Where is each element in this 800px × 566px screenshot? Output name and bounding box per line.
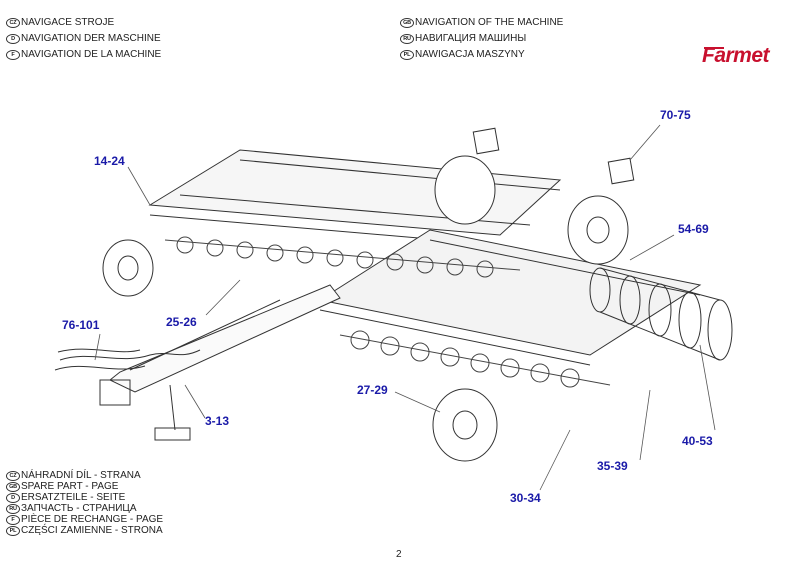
wheel-rear-pair [434,155,629,265]
logo-accent [704,47,724,49]
lang-code-badge: D [6,34,20,44]
header-line-f: F NAVIGATION DE LA MACHINE [6,49,161,61]
wheel-left [102,239,154,297]
callout-14-24[interactable]: 14-24 [94,154,125,168]
footer-line-f: F PIÈCE DE RECHANGE - PAGE [6,514,163,526]
callout-27-29[interactable]: 27-29 [357,383,388,397]
page-number: 2 [396,549,402,560]
lang-code-badge: GB [400,18,414,28]
lang-code-badge: CZ [6,18,20,28]
callout-3-13[interactable]: 3-13 [205,414,230,428]
header-line-pl: PL NAWIGACJA MASZYNY [400,49,525,61]
header-text: NAVIGATION OF THE MACHINE [415,17,564,28]
lang-code-badge: GB [6,481,20,492]
footer-text: SPARE PART - PAGE [21,481,119,492]
header-line-ru: RU НАВИГАЦИЯ МАШИНЫ [400,33,526,45]
rear-frame [148,149,562,246]
callout-40-53[interactable]: 40-53 [682,434,713,448]
hydraulic-hoses [54,348,201,371]
disc-row-rear [164,236,521,278]
header-text: NAVIGATION DER MASCHINE [21,33,161,44]
footer-line-ru: RU ЗАПЧАСТЬ - СТРАНИЦА [6,503,137,515]
footer-text: CZĘŚCI ZAMIENNE - STRONA [21,525,163,536]
footer-text: PIÈCE DE RECHANGE - PAGE [21,514,164,525]
footer-line-gb: GB SPARE PART - PAGE [6,481,118,493]
lang-code-badge: RU [400,34,414,44]
lang-code-badge: PL [6,525,20,536]
footer-text: ЗАПЧАСТЬ - СТРАНИЦА [21,503,137,514]
lang-code-badge: PL [400,50,414,60]
header-line-cz: CZ NAVIGACE STROJE [6,17,114,29]
disc-row-front [339,330,611,388]
callout-30-34[interactable]: 30-34 [510,491,541,505]
lang-code-badge: CZ [6,470,20,481]
header-text: NAVIGATION DE LA MACHINE [21,49,162,60]
lang-code-badge: F [6,50,20,60]
callout-70-75[interactable]: 70-75 [660,108,691,122]
footer-text: ERSATZTEILE - SEITE [21,492,126,503]
callout-76-101[interactable]: 76-101 [62,318,100,332]
header-line-d: D NAVIGATION DER MASCHINE [6,33,161,45]
front-frame [318,229,702,366]
header-text: НАВИГАЦИЯ МАШИНЫ [415,33,527,44]
footer-text: NÁHRADNÍ DÍL - STRANA [21,470,141,481]
header-text: NAWIGACJA MASZYNY [415,49,525,60]
farmet-logo: Farmet [702,44,770,67]
callout-25-26[interactable]: 25-26 [166,315,197,329]
header-text: NAVIGACE STROJE [21,17,115,28]
leader-lines [94,124,716,491]
lang-code-badge: D [6,492,20,503]
callout-35-39[interactable]: 35-39 [597,459,628,473]
packer-roller [589,267,733,361]
lang-code-badge: F [6,514,20,525]
header-line-gb: GB NAVIGATION OF THE MACHINE [400,17,563,29]
wheel-front [432,388,498,462]
callout-54-69[interactable]: 54-69 [678,222,709,236]
footer-line-pl: PL CZĘŚCI ZAMIENNE - STRONA [6,525,163,537]
lang-code-badge: RU [6,503,20,514]
drawbar [99,284,341,441]
footer-line-cz: CZ NÁHRADNÍ DÍL - STRANA [6,470,141,482]
footer-line-d: D ERSATZTEILE - SEITE [6,492,125,504]
